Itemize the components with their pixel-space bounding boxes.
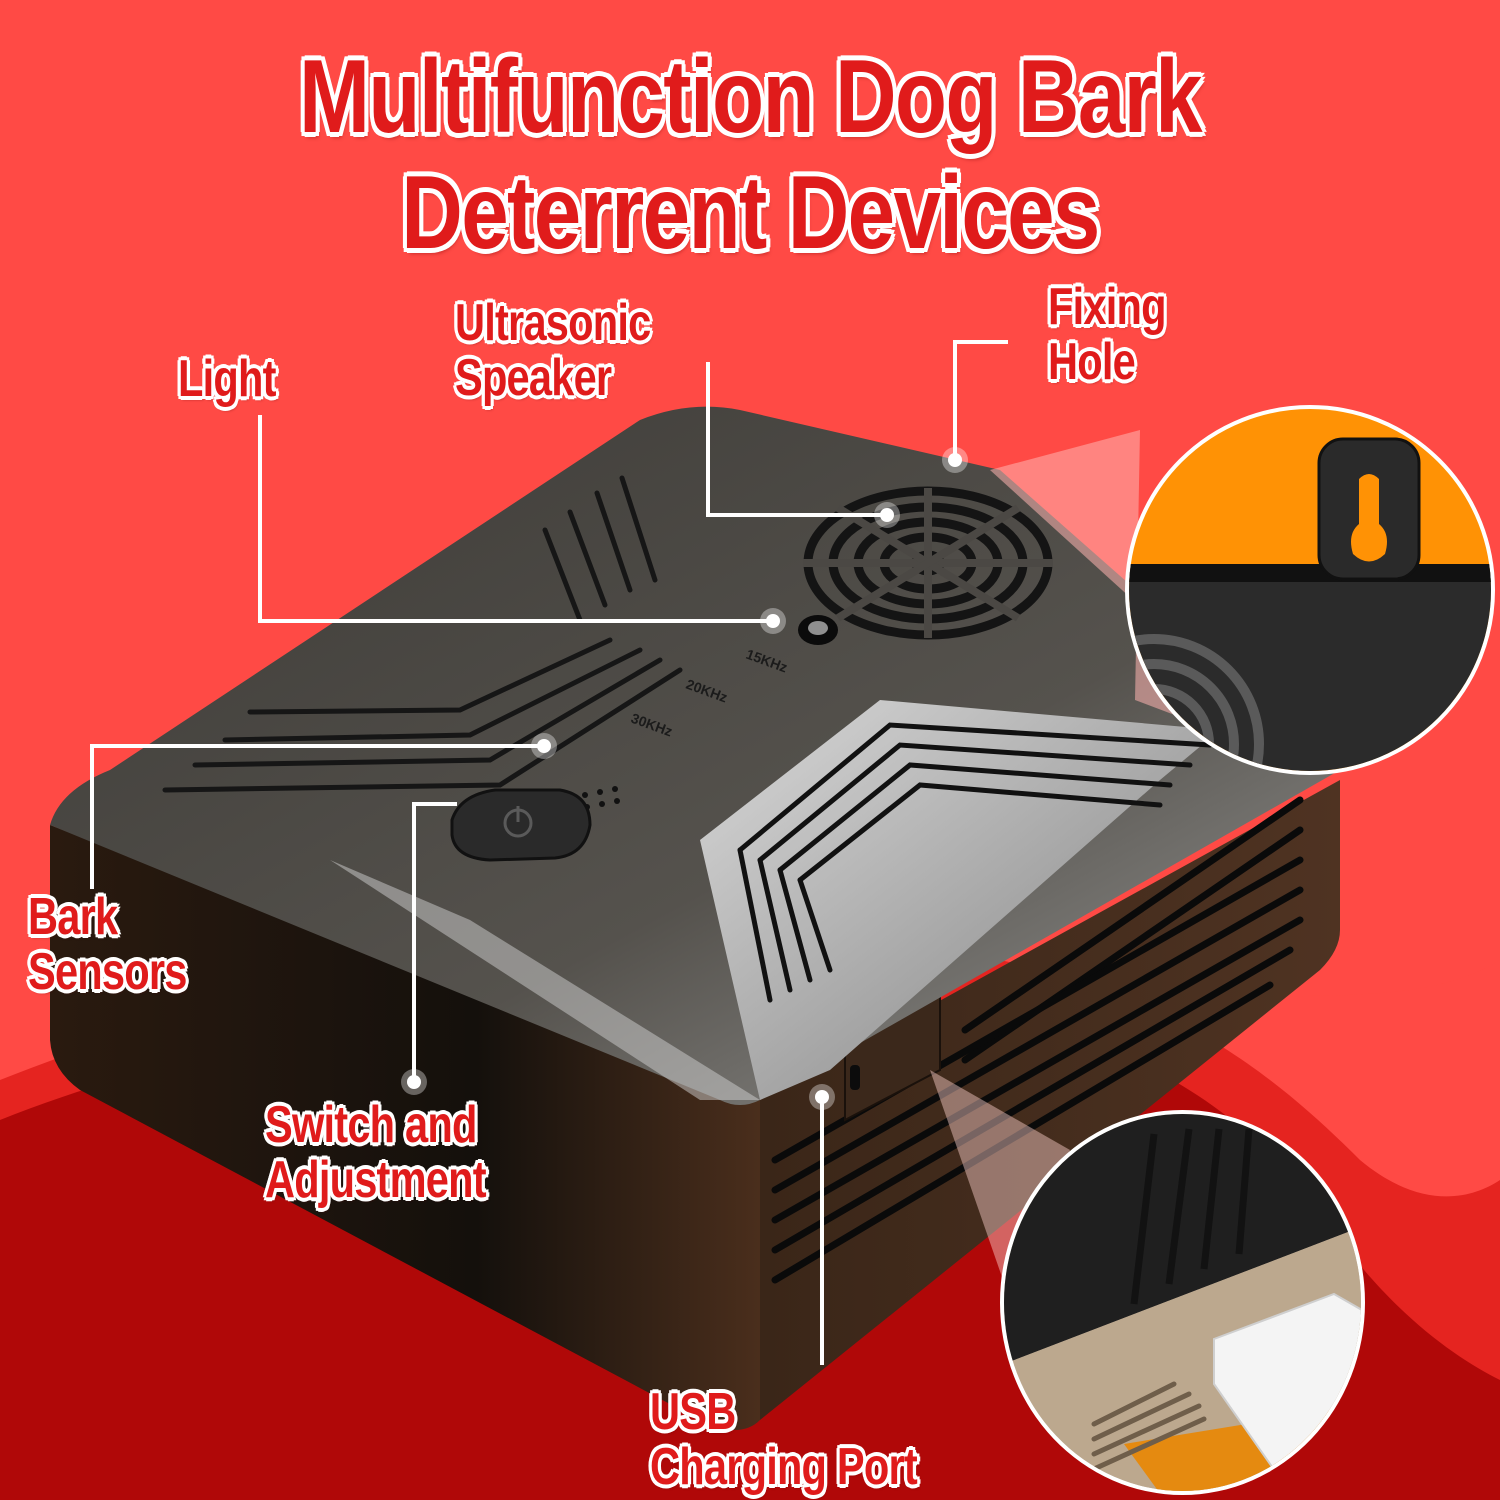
leader-bark-h bbox=[90, 744, 540, 748]
leader-bark-v bbox=[90, 744, 94, 889]
callout-ultrasonic-speaker: Ultrasonic Speaker bbox=[455, 294, 651, 407]
leader-switch-v bbox=[412, 802, 416, 1077]
marker-switch bbox=[407, 1075, 421, 1089]
fixing-hole-detail bbox=[1129, 437, 1491, 771]
callout-fixing-line1: Fixing bbox=[1048, 278, 1166, 336]
callout-speaker-line1: Ultrasonic bbox=[455, 294, 651, 352]
callout-usb-port: USB Charging Port bbox=[650, 1383, 918, 1496]
marker-fixing-hole bbox=[948, 453, 962, 467]
leader-switch-h bbox=[412, 802, 457, 806]
leader-light-h bbox=[258, 619, 773, 623]
callout-fixing-hole: Fixing Hole bbox=[1048, 280, 1166, 389]
marker-bark-sensors bbox=[537, 739, 551, 753]
fixing-hole-closeup bbox=[1125, 405, 1495, 775]
usb-port-closeup bbox=[1000, 1110, 1365, 1495]
leader-fixing-h bbox=[953, 340, 1008, 344]
callout-switch-adjustment: Switch and Adjustment bbox=[265, 1096, 487, 1209]
leader-fixing-v bbox=[953, 340, 957, 458]
leader-speaker-h bbox=[706, 513, 886, 517]
callout-light-text: Light bbox=[178, 350, 276, 408]
callout-usb-line2: Charging Port bbox=[650, 1437, 918, 1496]
callout-switch-line1: Switch and bbox=[265, 1096, 477, 1154]
callout-bark-line2: Sensors bbox=[28, 942, 187, 1001]
page-title-line-2: Deterrent Devices bbox=[401, 155, 1100, 271]
page-title-line-1: Multifunction Dog Bark bbox=[299, 39, 1203, 155]
marker-usb bbox=[815, 1090, 829, 1104]
callout-light: Light bbox=[178, 352, 276, 407]
marker-speaker bbox=[880, 508, 894, 522]
marker-light bbox=[766, 614, 780, 628]
callout-bark-line1: Bark bbox=[28, 888, 118, 946]
callout-speaker-line2: Speaker bbox=[455, 348, 612, 407]
leader-speaker-v bbox=[706, 362, 710, 517]
usb-port-detail bbox=[1004, 1114, 1361, 1491]
leader-light-v bbox=[258, 415, 262, 623]
callout-fixing-line2: Hole bbox=[1048, 332, 1136, 391]
callout-bark-sensors: Bark Sensors bbox=[28, 890, 187, 999]
callout-switch-line2: Adjustment bbox=[265, 1150, 487, 1209]
callout-usb-line1: USB bbox=[650, 1383, 736, 1441]
leader-usb-v bbox=[820, 1100, 824, 1365]
